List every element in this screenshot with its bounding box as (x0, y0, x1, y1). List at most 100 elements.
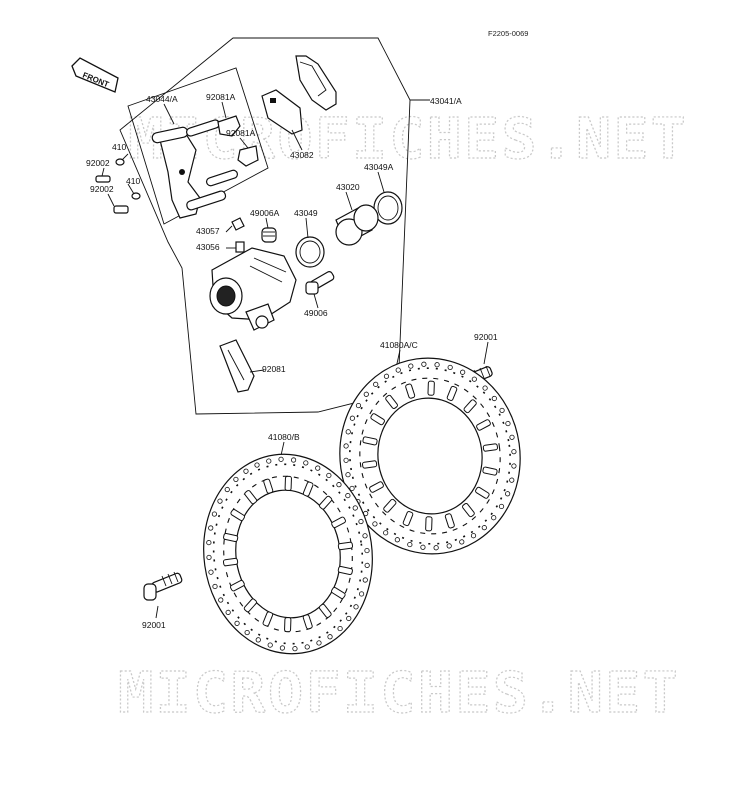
disc-vent-slot (362, 460, 378, 469)
label-92081a-2: 92081A (226, 128, 256, 138)
label-43044a: 43044/A (146, 94, 178, 104)
disc-drill-hole (211, 511, 218, 517)
disc-drill-hole (343, 443, 349, 449)
disc-vent-slot (244, 490, 258, 505)
disc-drill-hole (460, 369, 466, 375)
label-49006: 49006 (304, 308, 328, 318)
bleeder-cap-43057 (231, 217, 245, 231)
disc-drill-hole (362, 533, 368, 539)
disc-drill-hole (208, 569, 214, 575)
disc-drill-hole (364, 562, 370, 568)
disc-drill-hole (206, 540, 212, 546)
disc-drill-hole (362, 577, 368, 583)
disc-bolt-92001-2 (143, 571, 183, 601)
disc-drill-hole (470, 533, 477, 539)
disc-drill-hole (345, 472, 351, 478)
disc-vent-slot (230, 579, 245, 592)
caliper-bolt-49006 (305, 271, 335, 295)
disc-drill-hole (446, 543, 452, 549)
label-92002-2: 92002 (90, 184, 114, 194)
disc-vent-slot (243, 598, 257, 613)
brake-disc-41080ac (339, 357, 521, 555)
disc-vent-slot (337, 541, 354, 551)
disc-drill-hole (372, 521, 378, 527)
disc-drill-hole (326, 472, 332, 479)
disc-drill-hole (234, 620, 240, 626)
disc-drill-hole (218, 597, 224, 603)
disc-drill-hole (355, 402, 362, 409)
disc-vent-slot (362, 436, 378, 446)
label-410-1: 410 (112, 142, 126, 152)
disc-drill-hole (505, 420, 511, 427)
disc-drill-hole (336, 482, 342, 488)
front-arrow-icon: FRONT (71, 57, 119, 93)
disc-drill-hole (346, 615, 352, 622)
disc-vent-slot (427, 380, 435, 396)
bolt-92002-1 (95, 175, 111, 183)
disc-vent-slot (284, 617, 292, 633)
bolt-92002-2 (113, 205, 129, 214)
disc-drill-hole (225, 609, 231, 615)
disc-drill-hole (383, 530, 389, 536)
disc-vent-slot (475, 486, 490, 499)
disc-drill-hole (278, 456, 284, 462)
disc-drill-hole (266, 458, 272, 464)
disc-drill-hole (363, 391, 369, 397)
disc-drill-hole (304, 644, 310, 650)
disc-vent-slot (369, 481, 384, 493)
label-41080ac: 41080A/C (380, 340, 418, 350)
disc-vent-slot (331, 586, 346, 599)
disc-drill-hole (420, 544, 426, 550)
brake-disc-41080b (203, 453, 373, 655)
disc-drill-hole (292, 646, 298, 652)
disc-drill-hole (337, 625, 343, 632)
disc-drill-hole (349, 485, 355, 492)
caliper-assembly-outline (119, 37, 411, 415)
label-92001-1: 92001 (474, 332, 498, 342)
disc-drill-hole (471, 376, 477, 382)
disc-drill-hole (433, 545, 439, 551)
disc-drill-hole (254, 462, 260, 468)
brake-pads-43082 (261, 55, 337, 135)
disc-drill-hole (327, 634, 333, 640)
disc-vent-slot (263, 478, 274, 494)
piston-43020 (335, 204, 379, 246)
disc-drill-hole (364, 547, 370, 554)
disc-drill-hole (353, 604, 359, 610)
disc-vent-slot (230, 509, 245, 522)
pad-spring-clip-2 (237, 145, 259, 167)
disc-drill-hole (279, 645, 286, 651)
pad-spring-92081 (219, 339, 255, 393)
label-92001-2: 92001 (142, 620, 166, 630)
disc-vent-slot (476, 419, 491, 431)
disc-drill-hole (511, 463, 517, 469)
label-43041a: 43041/A (430, 96, 462, 106)
disc-vent-slot (284, 475, 292, 491)
disc-vent-slot (302, 614, 313, 630)
disc-vent-slot (463, 399, 477, 414)
disc-vent-slot (405, 383, 416, 399)
label-92002-1: 92002 (86, 158, 110, 168)
label-43049: 43049 (294, 208, 318, 218)
bracket-group-outline (127, 67, 269, 225)
disc-drill-hole (217, 498, 223, 504)
watermark-bottom: MICROFICHES.NET (118, 661, 680, 726)
disc-drill-hole (383, 373, 390, 379)
disc-drill-hole (509, 477, 515, 483)
disc-drill-hole (498, 503, 505, 510)
disc-vent-slot (337, 565, 353, 575)
disc-drill-hole (447, 364, 453, 371)
disc-drill-hole (395, 367, 401, 373)
label-43057: 43057 (196, 226, 220, 236)
disc-drill-hole (208, 525, 214, 531)
disc-vent-slot (318, 603, 332, 618)
disc-drill-hole (434, 362, 440, 368)
bolt-cap-49006a (261, 227, 277, 243)
disc-drill-hole (481, 525, 487, 531)
disc-drill-hole (482, 385, 488, 391)
disc-drill-hole (505, 491, 511, 497)
diagram-code: F2205-0069 (488, 29, 528, 38)
disc-drill-hole (290, 457, 297, 463)
disc-drill-hole (408, 363, 414, 369)
